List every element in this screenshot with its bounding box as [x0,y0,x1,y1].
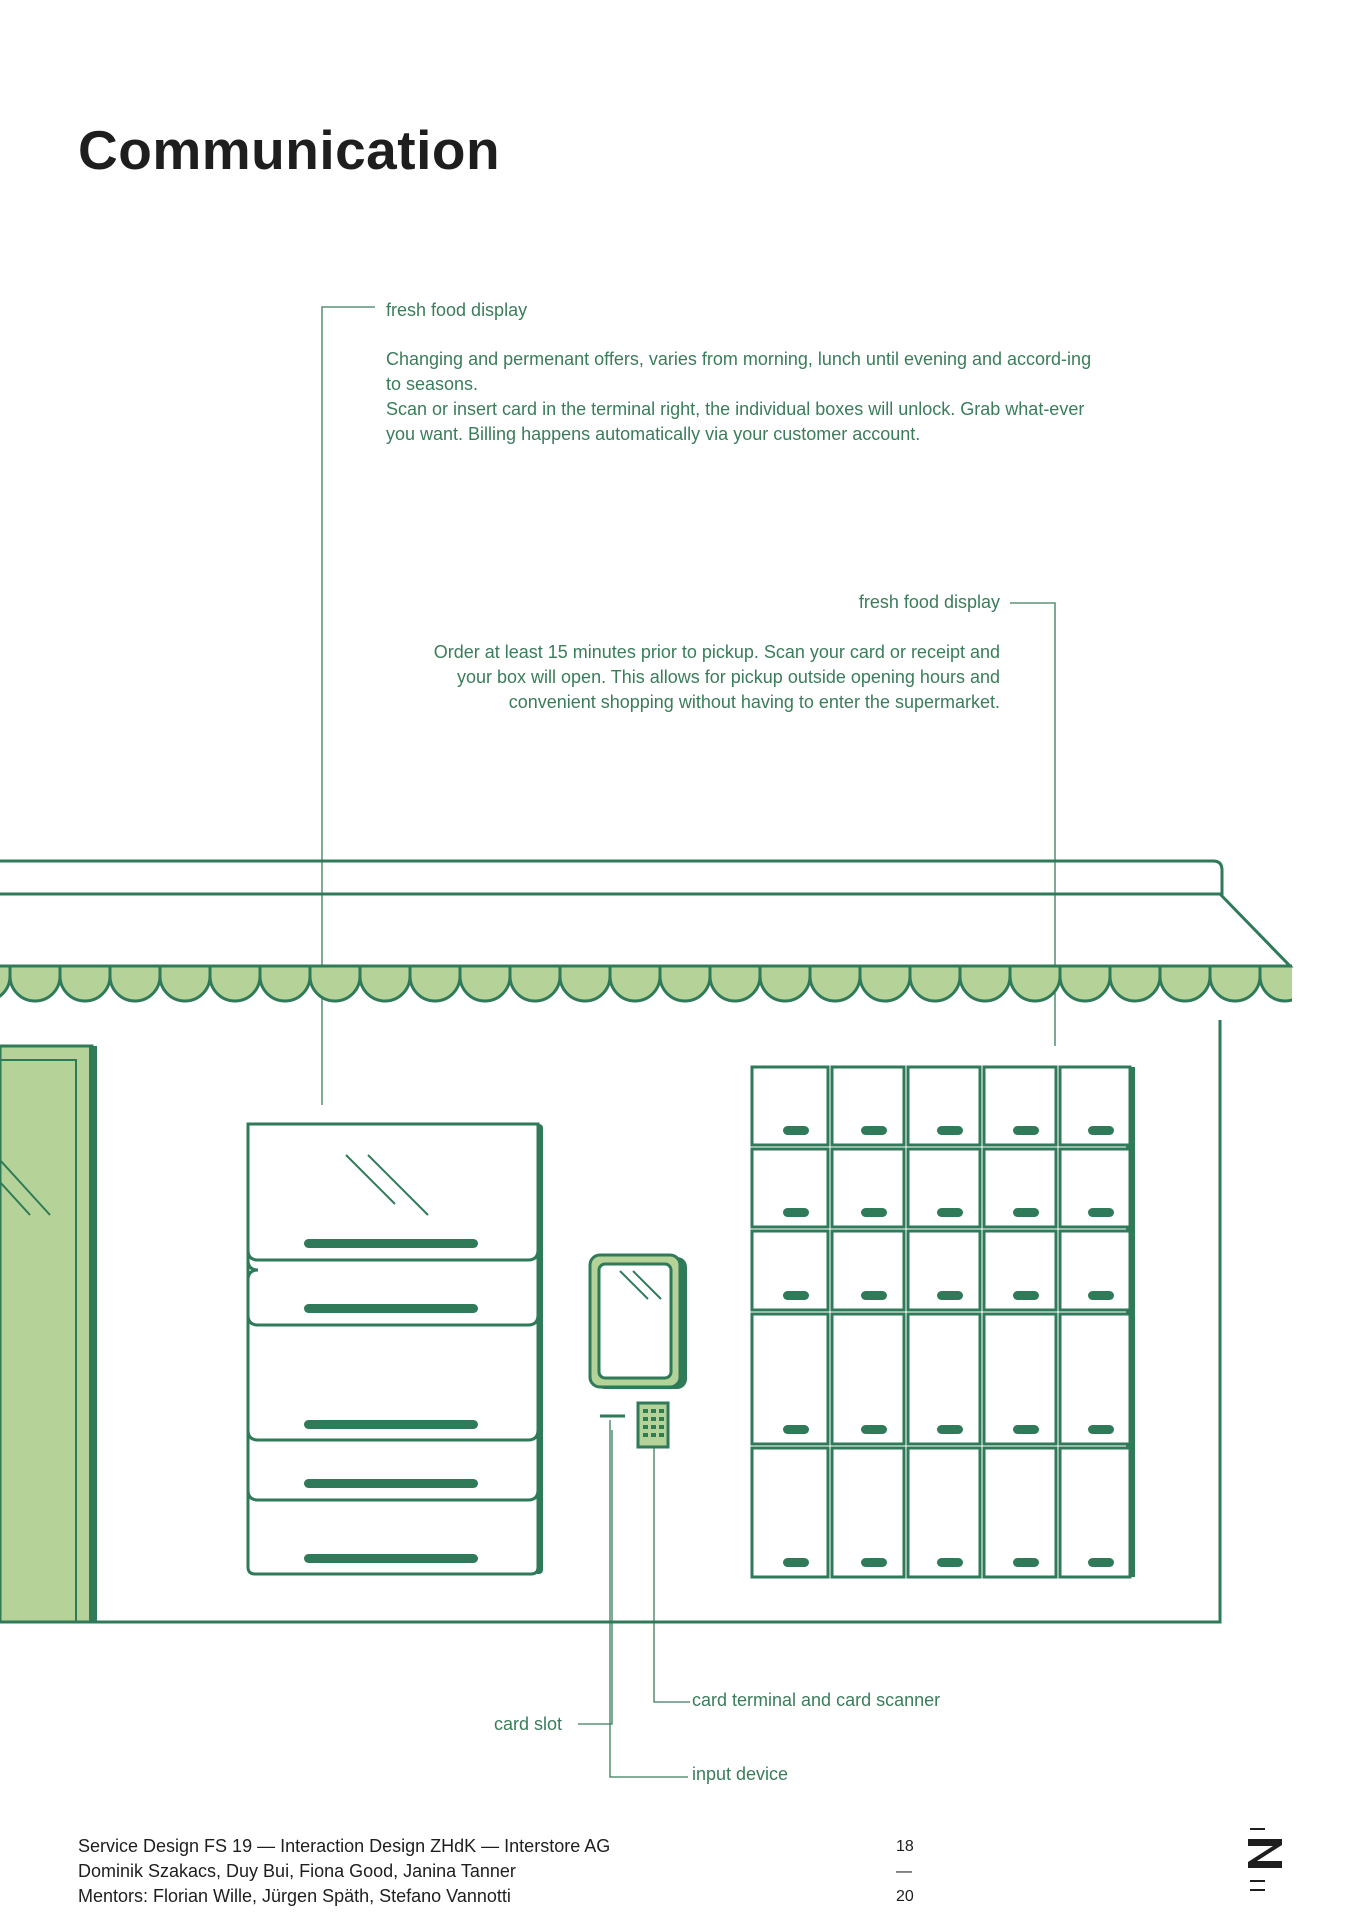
locker-handle [1013,1126,1039,1135]
cabinet-handles [304,1239,478,1563]
locker-handle [937,1425,963,1434]
page-title: Communication [78,119,501,181]
locker-box [1058,1312,1132,1446]
awning-scallop [608,964,662,1003]
locker-box [750,1446,830,1579]
locker-handle [783,1558,809,1567]
locker-box [750,1312,830,1446]
locker-handle [861,1126,887,1135]
locker-handle [1088,1558,1114,1567]
label-card-terminal: card terminal and card scanner [692,1690,941,1710]
pickup-locker-grid [750,1065,1135,1579]
awning-scallop [8,964,62,1003]
locker-handle [861,1291,887,1300]
locker-handle [937,1558,963,1567]
locker-handle [937,1291,963,1300]
awning-scallop [408,964,462,1003]
zhdk-logo-icon [1248,1828,1282,1891]
page-current: 18 [896,1838,914,1855]
callout-left-body: Changing and permenant offers, varies fr… [386,347,1101,447]
locker-box [906,1065,982,1147]
locker-box [750,1229,830,1312]
locker-handle [1088,1126,1114,1135]
footer-line-2: Dominik Szakacs, Duy Bui, Fiona Good, Ja… [78,1861,516,1881]
awning-scallop [158,964,212,1003]
locker-handle [1088,1425,1114,1434]
input-device-keypad [636,1401,670,1449]
callout-left-paragraph-1: Changing and permenant offers, varies fr… [386,349,1092,394]
callout-left-title: fresh food display [386,300,528,320]
leader-lines [321,306,1056,1778]
awning-scallop [908,964,962,1003]
locker-box [982,1147,1058,1229]
entrance-door [0,1044,97,1624]
fresh-food-display-cabinet [246,1122,543,1576]
locker-handle [1088,1291,1114,1300]
awning-scallop [808,964,862,1003]
awning-scallop [108,964,162,1003]
awning-scallop [658,964,712,1003]
label-card-slot: card slot [494,1714,563,1734]
card-terminal [588,1253,687,1389]
callout-right-body: Order at least 15 minutes prior to picku… [430,640,1000,715]
locker-box [1058,1446,1132,1579]
awning-scallop [1008,964,1062,1003]
awning-scallop [758,964,812,1003]
callout-right-paragraph-1: Order at least 15 minutes prior to picku… [433,642,1000,712]
awning-scallop [1158,964,1212,1003]
locker-box [906,1312,982,1446]
locker-handle [937,1126,963,1135]
page-separator: — [896,1863,912,1880]
locker-box [830,1312,906,1446]
awning-scallop [958,964,1012,1003]
page-total: 20 [896,1888,914,1905]
building-wall [0,1020,1222,1624]
awning-scallop [1258,964,1292,1003]
locker-handle [861,1425,887,1434]
awning-scallop [458,964,512,1003]
awning-scallop [1058,964,1112,1003]
locker-handle [1013,1425,1039,1434]
awning-scallop [58,964,112,1003]
awning-scallop [1208,964,1262,1003]
footer-line-3: Mentors: Florian Wille, Jürgen Späth, St… [78,1886,511,1906]
locker-box [982,1312,1058,1446]
locker-handle [1013,1558,1039,1567]
locker-handle [1013,1291,1039,1300]
awning-scallop [308,964,362,1003]
awning-scallop [708,964,762,1003]
awning-scallop [358,964,412,1003]
locker-handle [937,1208,963,1217]
locker-box [982,1446,1058,1579]
callout-left-paragraph-2: Scan or insert card in the terminal righ… [386,399,1085,444]
locker-handle [783,1208,809,1217]
locker-box [830,1446,906,1579]
awning-scallop [558,964,612,1003]
awning-scallop [258,964,312,1003]
footer-line-1: Service Design FS 19 — Interaction Desig… [78,1836,611,1856]
locker-handle [783,1425,809,1434]
locker-handle [1013,1208,1039,1217]
awning-scallop [1108,964,1162,1003]
awning [0,964,1292,1003]
locker-handle [1088,1208,1114,1217]
awning-scallop [208,964,262,1003]
locker-handle [861,1558,887,1567]
label-input-device: input device [692,1764,789,1784]
roof [0,859,1294,968]
locker-handle [783,1291,809,1300]
page-number: 18 — 20 [896,1834,914,1909]
locker-handle [783,1126,809,1135]
callout-right-title: fresh food display [858,592,1000,612]
locker-handle [861,1208,887,1217]
locker-box [906,1446,982,1579]
awning-scallop [858,964,912,1003]
footer-credits: Service Design FS 19 — Interaction Desig… [78,1834,610,1909]
awning-scallop [508,964,562,1003]
